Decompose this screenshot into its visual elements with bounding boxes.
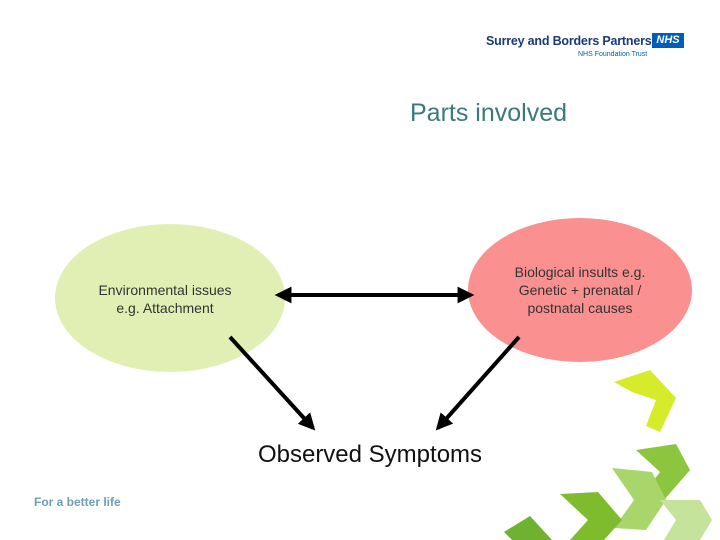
org-name: Surrey and Borders Partnership	[486, 34, 670, 48]
decor-chevron-light	[660, 500, 712, 540]
decor-chevron-green-2	[612, 468, 666, 530]
environmental-line-1: Environmental issues	[98, 282, 232, 298]
biological-line-3: postnatal causes	[527, 300, 633, 316]
footer-tagline: For a better life	[34, 495, 121, 509]
decor-chevron-green-3	[560, 492, 622, 540]
symptoms-node-label: Observed Symptoms	[257, 441, 483, 468]
environmental-node	[55, 224, 285, 372]
org-logo: Surrey and Borders Partnership NHS NHS F…	[486, 33, 686, 64]
slide-title: Parts involved	[410, 99, 568, 127]
nhs-logo-badge: NHS	[652, 33, 684, 48]
biological-node-label: Biological insults e.g. Genetic + prenat…	[485, 263, 675, 317]
decorative-chevrons	[504, 370, 712, 540]
environmental-line-2: e.g. Attachment	[116, 300, 214, 316]
decor-chevron-green-4	[504, 516, 552, 540]
trust-label: NHS Foundation Trust	[578, 51, 648, 58]
environmental-node-label: Environmental issues e.g. Attachment	[70, 281, 260, 317]
biological-node	[468, 218, 692, 362]
decor-chevron-lime	[614, 370, 676, 432]
biological-line-1: Biological insults e.g.	[514, 264, 646, 280]
arrow-bio-symptoms	[435, 335, 521, 431]
biological-line-2: Genetic + prenatal /	[518, 282, 642, 298]
arrow-env-symptoms	[228, 335, 316, 431]
